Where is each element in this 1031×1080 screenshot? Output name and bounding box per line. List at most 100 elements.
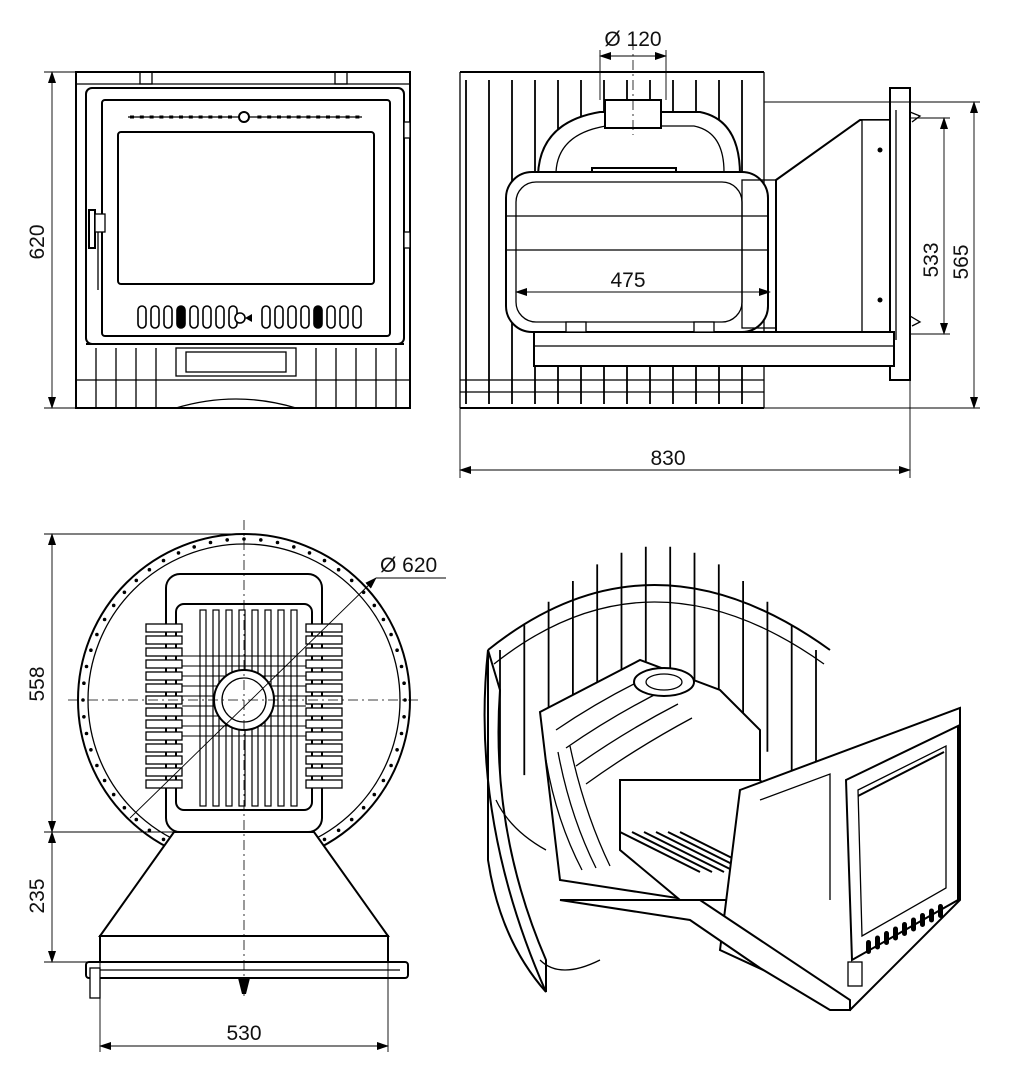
top-view: Ø 620 558 235 530 <box>26 520 446 1052</box>
grate-bar <box>290 609 298 807</box>
vent-oval <box>313 305 323 329</box>
ring-rod <box>134 578 139 583</box>
ring-rod <box>134 817 139 822</box>
ring-rod <box>89 648 93 652</box>
ring-rod <box>381 617 386 622</box>
ring-rod <box>402 715 406 719</box>
ring-rod <box>95 632 99 637</box>
fin-left <box>145 755 183 765</box>
vent-oval <box>274 305 284 329</box>
fin-right <box>305 731 343 741</box>
door-vent <box>866 940 871 954</box>
vent-oval <box>137 305 147 329</box>
ring-rod <box>147 828 152 833</box>
ring-rod <box>259 538 263 542</box>
dim-tunnel-width-label: 530 <box>226 1022 261 1045</box>
grate-bar <box>277 609 285 807</box>
fin-right <box>305 779 343 789</box>
ring-rod <box>102 778 107 783</box>
ring-rod <box>372 603 377 608</box>
ring-rod <box>336 567 341 572</box>
ring-rod <box>399 664 404 669</box>
door-vent-ovals <box>866 904 943 954</box>
ring-rod <box>82 715 86 719</box>
grate-iso <box>619 831 761 873</box>
ring-rod <box>402 681 406 685</box>
ring-rod <box>403 698 407 702</box>
top-vent-slots <box>128 111 362 123</box>
ring-rod <box>336 828 341 833</box>
ring-rod <box>192 545 196 549</box>
dim-front-height-label: 620 <box>26 224 49 259</box>
ring-rod <box>95 763 99 768</box>
ring-rod <box>292 545 296 549</box>
dim-door-height-label: 533 <box>920 242 943 277</box>
ring-rod <box>89 748 93 752</box>
fin-left <box>145 767 183 777</box>
dim-cage-height-label: 558 <box>26 666 49 701</box>
ring-rod <box>111 603 116 608</box>
fin-right <box>305 743 343 753</box>
dim-tunnel-height: 235 <box>26 831 100 963</box>
iso-grate-bar <box>643 831 725 873</box>
ring-rod <box>322 837 327 842</box>
door-vent <box>875 935 880 950</box>
vent-oval <box>339 305 349 329</box>
door-handle[interactable] <box>88 209 106 290</box>
dim-flue-diameter: Ø 120 <box>599 28 667 100</box>
vent-knob <box>234 312 246 324</box>
door-vent <box>920 913 925 927</box>
ring-rod <box>349 578 354 583</box>
ring-rod <box>395 648 399 652</box>
ring-rod <box>176 551 181 555</box>
fin-right <box>305 683 343 693</box>
vent-oval <box>163 305 173 329</box>
fin-left <box>145 683 183 693</box>
ring-rod <box>84 731 89 736</box>
ring-rod <box>307 551 312 555</box>
side-view: Ø 120 475 533 565 830 <box>459 28 980 478</box>
dim-cage-height: 558 <box>26 533 244 833</box>
front-view: 620 <box>26 71 411 409</box>
ring-rod <box>381 778 386 783</box>
base-ribs <box>95 348 397 408</box>
fin-right <box>305 707 343 717</box>
iso-grate-bar <box>619 831 701 873</box>
iso-grate-bar <box>655 831 737 873</box>
door-vent <box>929 908 934 923</box>
vent-oval <box>300 305 310 329</box>
vent-knob-tip <box>245 314 252 322</box>
fin-left <box>145 779 183 789</box>
ring-rod <box>102 617 107 622</box>
vent-oval <box>287 305 297 329</box>
door-vent <box>938 904 943 918</box>
vent-oval <box>176 305 186 329</box>
ring-rod <box>161 837 166 842</box>
ring-rod <box>395 748 399 752</box>
ring-rod <box>389 632 393 637</box>
fin-right <box>305 767 343 777</box>
bottom-vent-ovals <box>137 305 362 329</box>
dim-cage-diameter-label: Ø 620 <box>380 554 437 577</box>
vent-oval <box>215 305 225 329</box>
dim-tunnel-width: 530 <box>99 962 389 1052</box>
dim-door-height: 533 <box>910 117 950 335</box>
ring-rod <box>122 805 127 810</box>
door-vent <box>893 926 898 941</box>
fin-right <box>305 671 343 681</box>
fin-left <box>145 623 183 633</box>
fin-left <box>145 647 183 657</box>
fin-left <box>145 707 183 717</box>
ring-rod <box>225 538 229 542</box>
ring-rod <box>389 763 393 768</box>
fin-left <box>145 719 183 729</box>
ring-rod <box>208 540 213 545</box>
door-vent <box>884 931 889 945</box>
fin-right <box>305 755 343 765</box>
ring-rod <box>372 792 377 797</box>
fin-right <box>305 623 343 633</box>
door-vent <box>902 922 907 936</box>
door-vent <box>911 917 916 932</box>
dim-firebox-width-label: 475 <box>610 269 645 292</box>
ring-rod <box>84 664 89 669</box>
